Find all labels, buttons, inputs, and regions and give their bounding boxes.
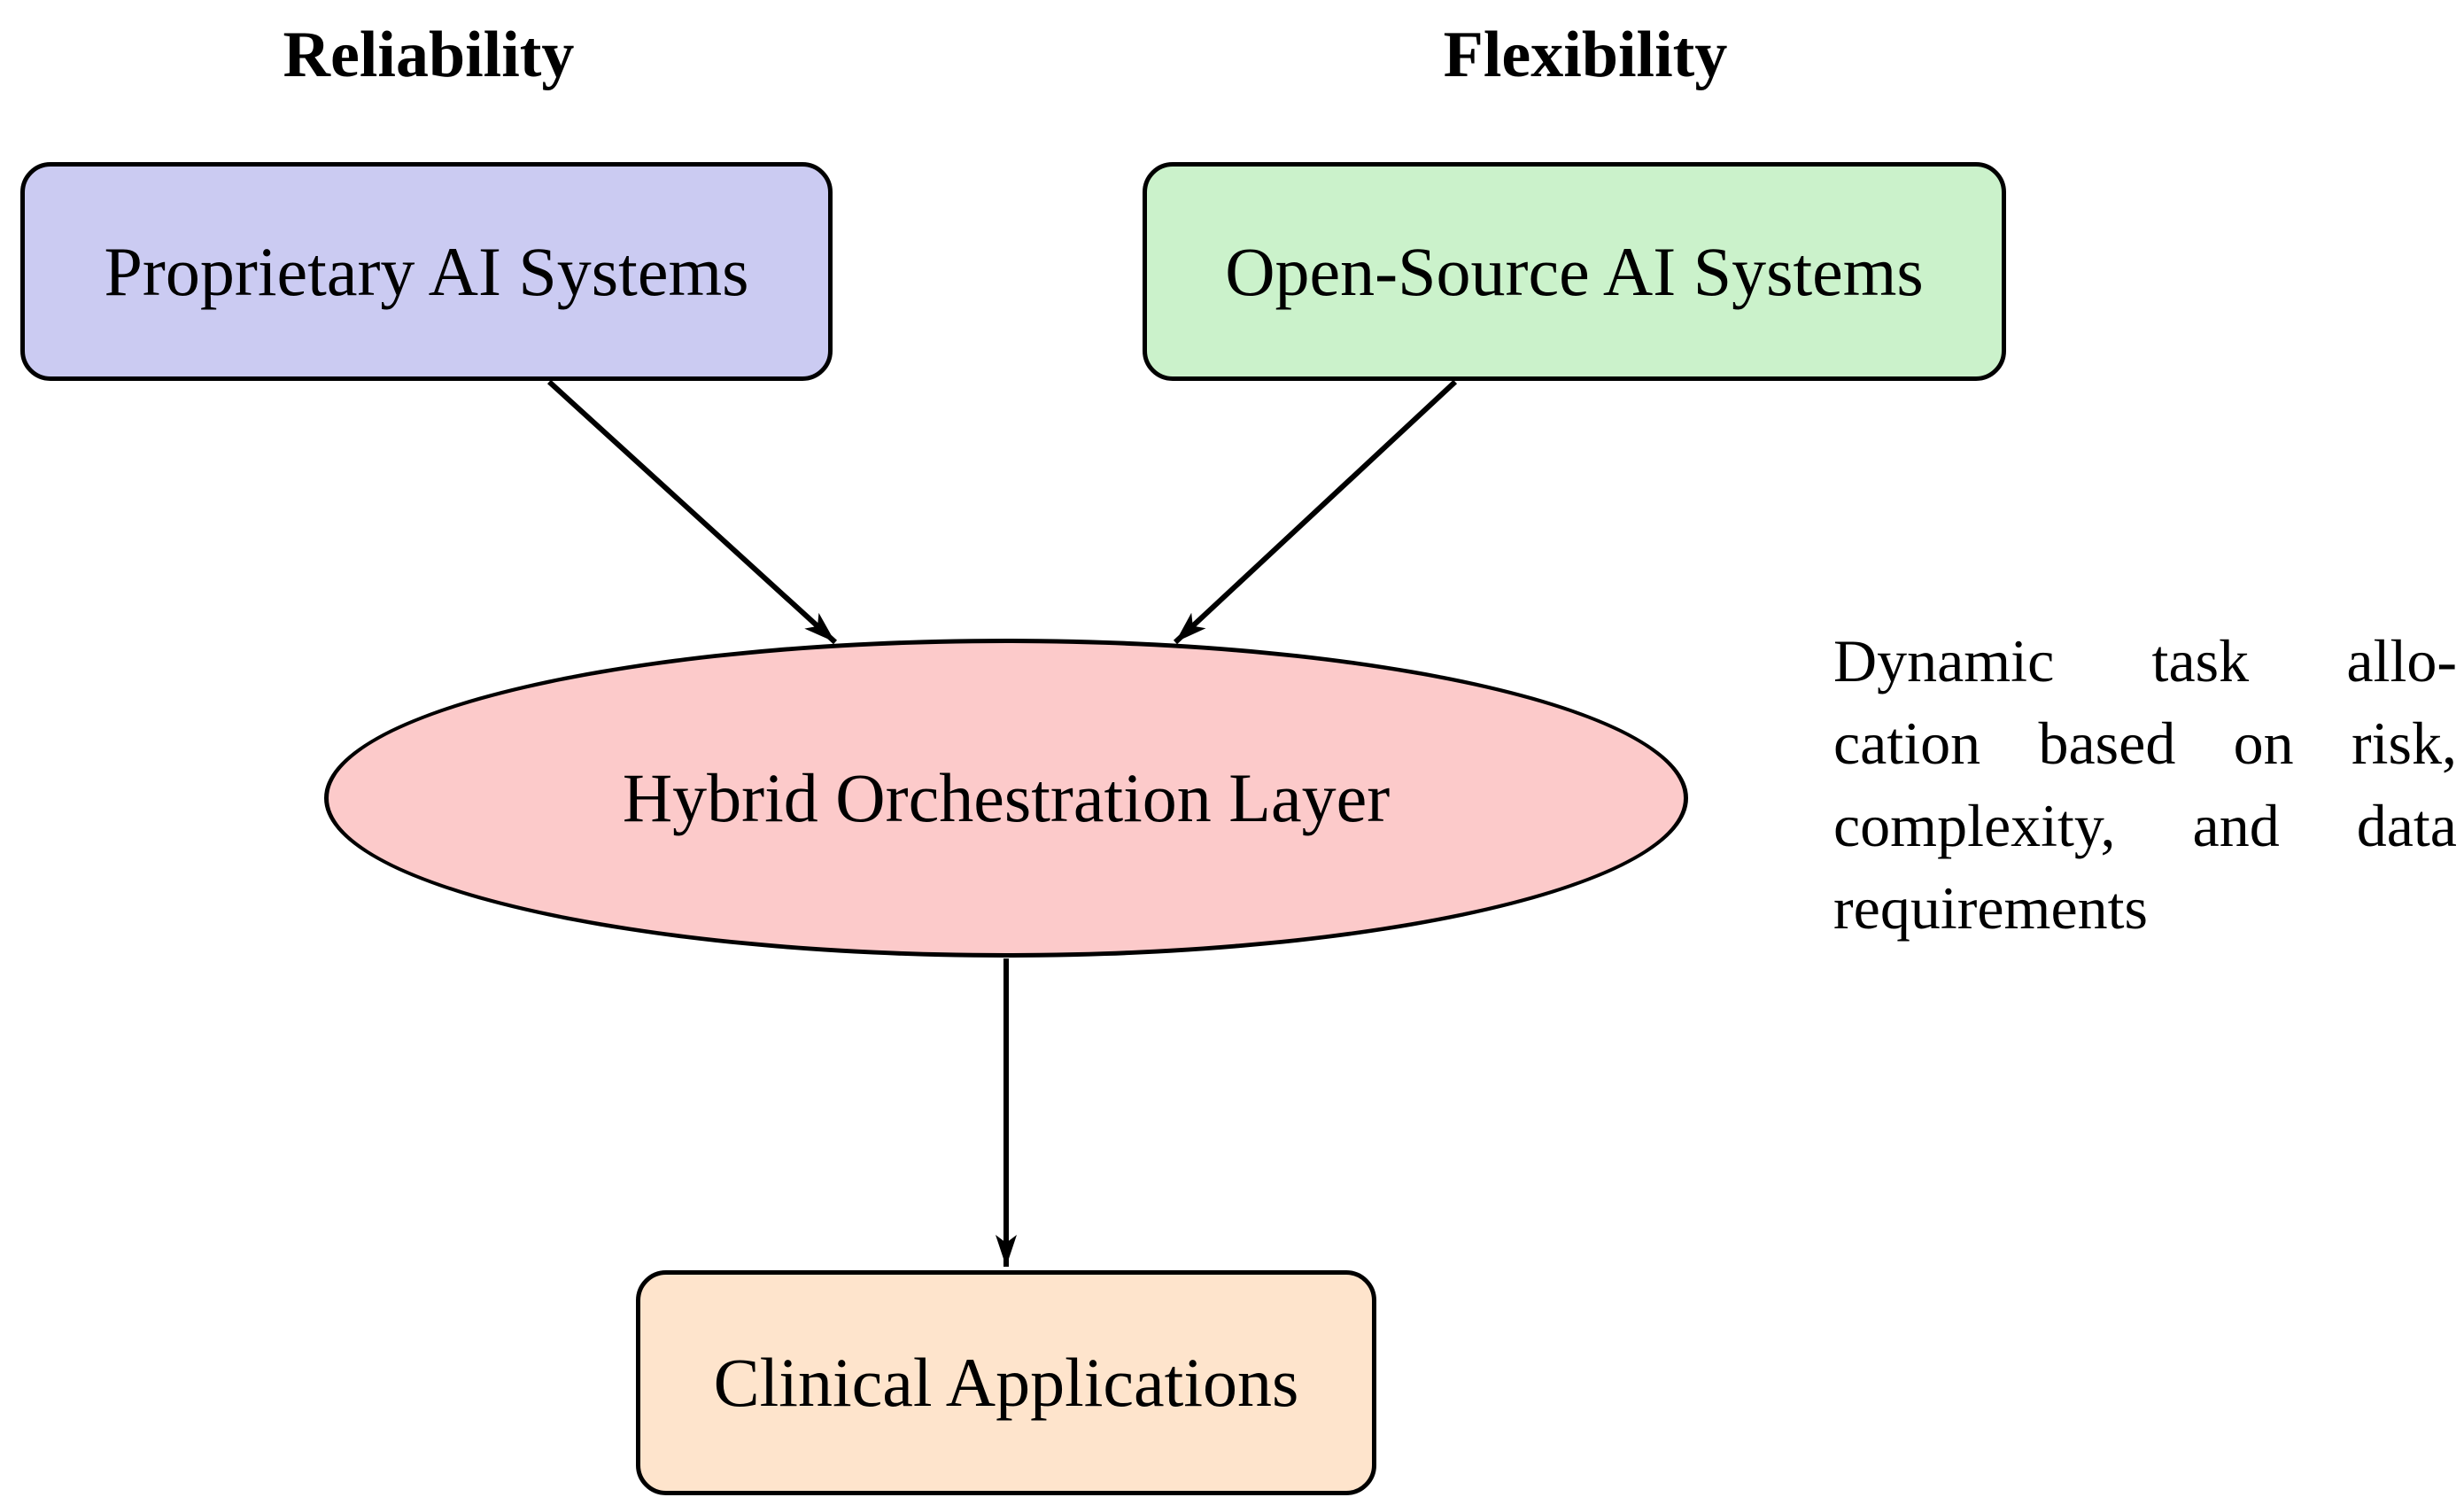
arrow-proprietary-to-orchestration [546, 379, 838, 645]
annotation-line: requirements [1833, 874, 2148, 942]
annotation-line: Dynamic task allo- [1833, 627, 2457, 694]
annotation-dynamic-task-allocation: Dynamic task allo- cation based on risk,… [1833, 620, 2457, 950]
node-open-source-ai-systems: Open-Source AI Systems [1143, 162, 2006, 381]
annotation-line: complexity, and data [1833, 792, 2457, 859]
node-orchestration-label: Hybrid Orchestration Layer [622, 759, 1391, 836]
node-clinical-label: Clinical Applications [713, 1344, 1299, 1421]
annotation-line: cation based on risk, [1833, 710, 2457, 777]
node-proprietary-ai-systems: Proprietary AI Systems [20, 162, 833, 381]
node-open-source-label: Open-Source AI Systems [1225, 232, 1924, 310]
heading-flexibility: Flexibility [1443, 19, 1728, 91]
node-hybrid-orchestration-layer: Hybrid Orchestration Layer [324, 639, 1688, 958]
node-proprietary-label: Proprietary AI Systems [104, 232, 749, 310]
arrow-opensource-to-orchestration [1173, 379, 1458, 645]
heading-reliability: Reliability [283, 19, 575, 91]
node-clinical-applications: Clinical Applications [636, 1270, 1376, 1495]
